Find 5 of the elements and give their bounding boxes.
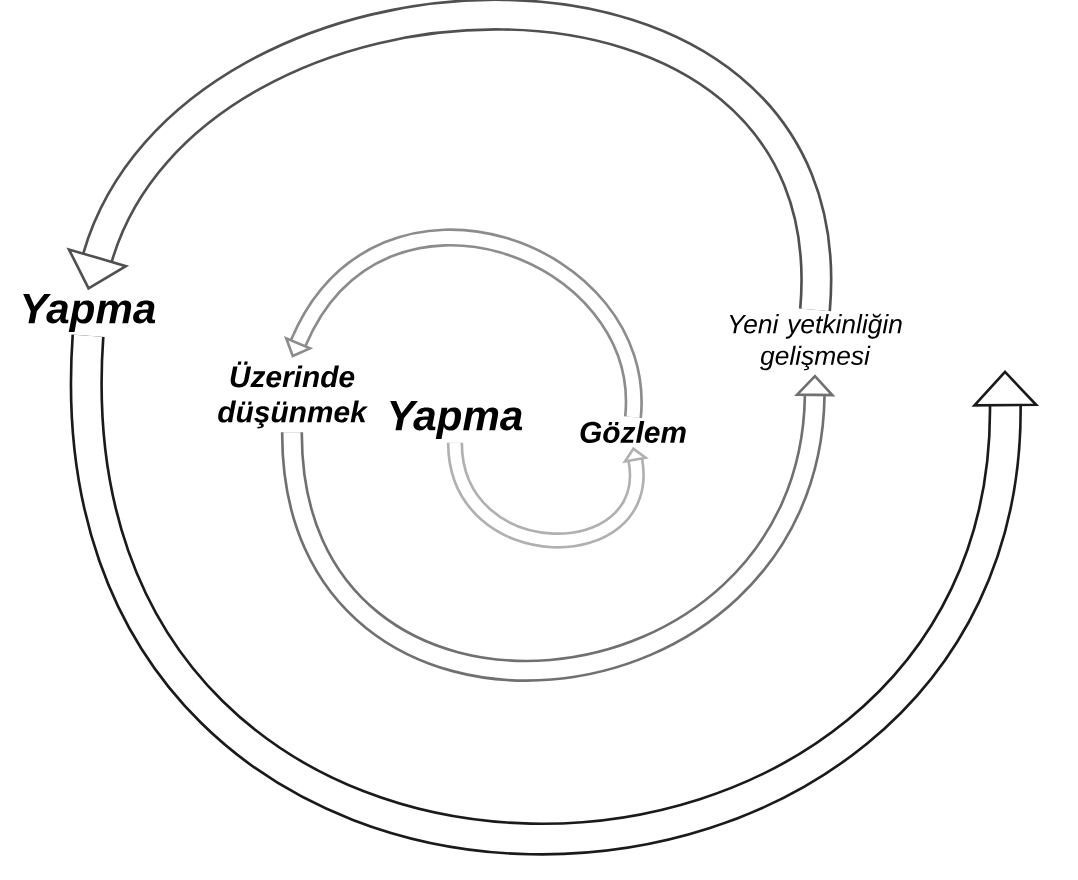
step-label: Gözlem: [580, 421, 686, 443]
step-label: Üzerinde düşünmek: [218, 361, 368, 429]
step-label: Yeni yetkinliğin gelişmesi: [729, 313, 902, 371]
step-label: Yapma: [23, 294, 156, 332]
step-label: Yapma: [390, 401, 523, 439]
